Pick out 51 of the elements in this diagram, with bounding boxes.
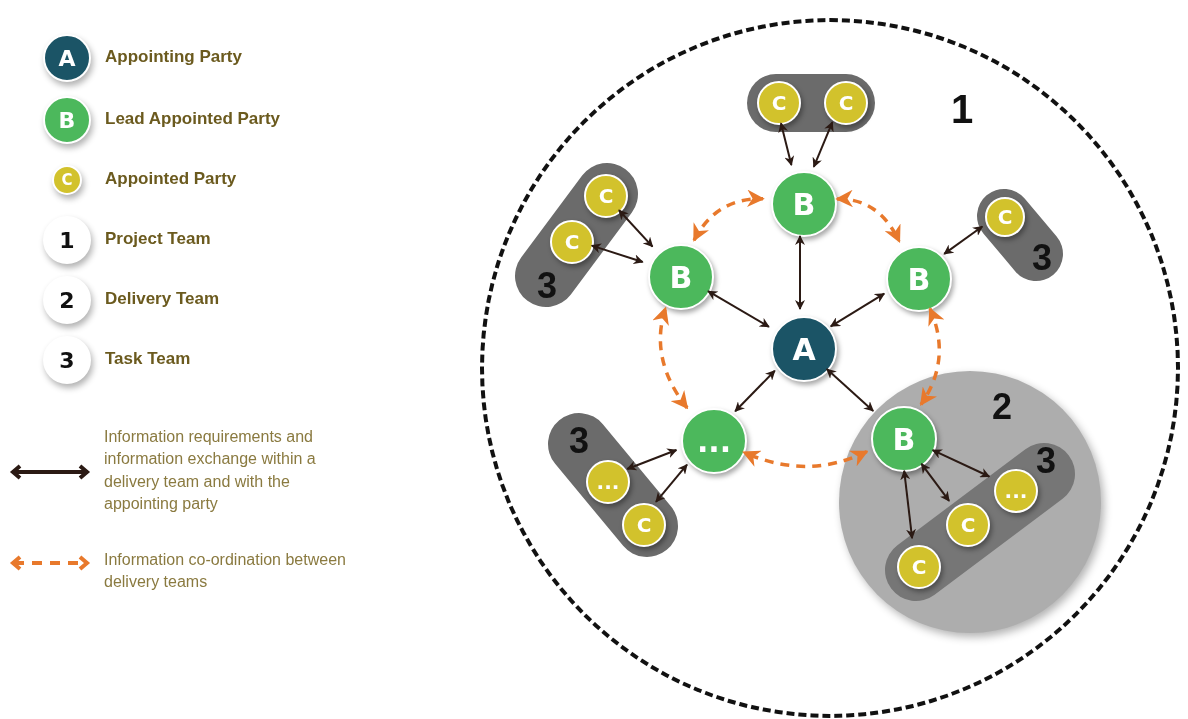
double-arrow: [829, 292, 886, 328]
dashed-double-arrow: [692, 190, 765, 242]
legend-symbol-letter: 2: [59, 287, 75, 313]
legend-description: Information requirements and information exchange within a delivery team and with the appointing party: [104, 427, 317, 515]
double-arrow: [626, 448, 678, 471]
double-arrow: [590, 243, 644, 264]
double-arrow: [943, 225, 984, 255]
double-arrow: [920, 462, 951, 502]
party-circle: ...: [681, 408, 747, 474]
party-circle: B: [648, 244, 714, 310]
dashed-double-arrow: [835, 190, 901, 244]
legend-label: Project Team: [105, 229, 211, 249]
double-arrow: [734, 369, 776, 413]
legend-label: Task Team: [105, 349, 191, 369]
double-arrow: [931, 449, 991, 478]
task-team-pill: [548, 413, 678, 557]
legend-symbol-letter: C: [61, 171, 73, 189]
legend-label: Lead Appointed Party: [105, 109, 281, 129]
double-arrow: [795, 235, 805, 310]
team-number: 3: [569, 423, 589, 459]
double-arrow: [812, 121, 834, 168]
party-circle: B: [886, 246, 952, 312]
legend-label: Appointed Party: [105, 169, 237, 189]
legend-symbol-letter: B: [58, 107, 76, 133]
party-circle: B: [871, 406, 937, 472]
double-arrow: [778, 122, 795, 167]
dashed-double-arrow: [652, 306, 689, 410]
legend-label: Appointing Party: [105, 47, 242, 67]
task-team-pill: [977, 189, 1063, 281]
team-number: 2: [992, 389, 1012, 425]
legend-label: Delivery Team: [105, 289, 220, 309]
team-number: 3: [1036, 443, 1056, 479]
project-team-boundary: [480, 18, 1180, 718]
double-arrow: [618, 209, 654, 248]
dashed-double-arrow: [919, 307, 944, 406]
team-number: 3: [537, 268, 557, 304]
task-team-pill: [747, 74, 875, 132]
party-circle: B: [771, 171, 837, 237]
legend-symbol-letter: A: [58, 45, 76, 71]
team-number: 3: [1032, 240, 1052, 276]
double-arrow: [825, 368, 875, 412]
task-team-pill: [515, 163, 638, 307]
legend-symbol-letter: 3: [59, 347, 75, 373]
double-arrow: [900, 469, 916, 540]
double-arrow: [707, 290, 770, 328]
dashed-double-arrow: [742, 449, 869, 469]
double-arrow: [655, 463, 688, 503]
legend-symbol-letter: 1: [59, 227, 75, 253]
team-number: 1: [950, 89, 974, 129]
legend-description: Information co-ordination between delivery teams: [104, 550, 347, 593]
party-circle: A: [771, 316, 837, 382]
